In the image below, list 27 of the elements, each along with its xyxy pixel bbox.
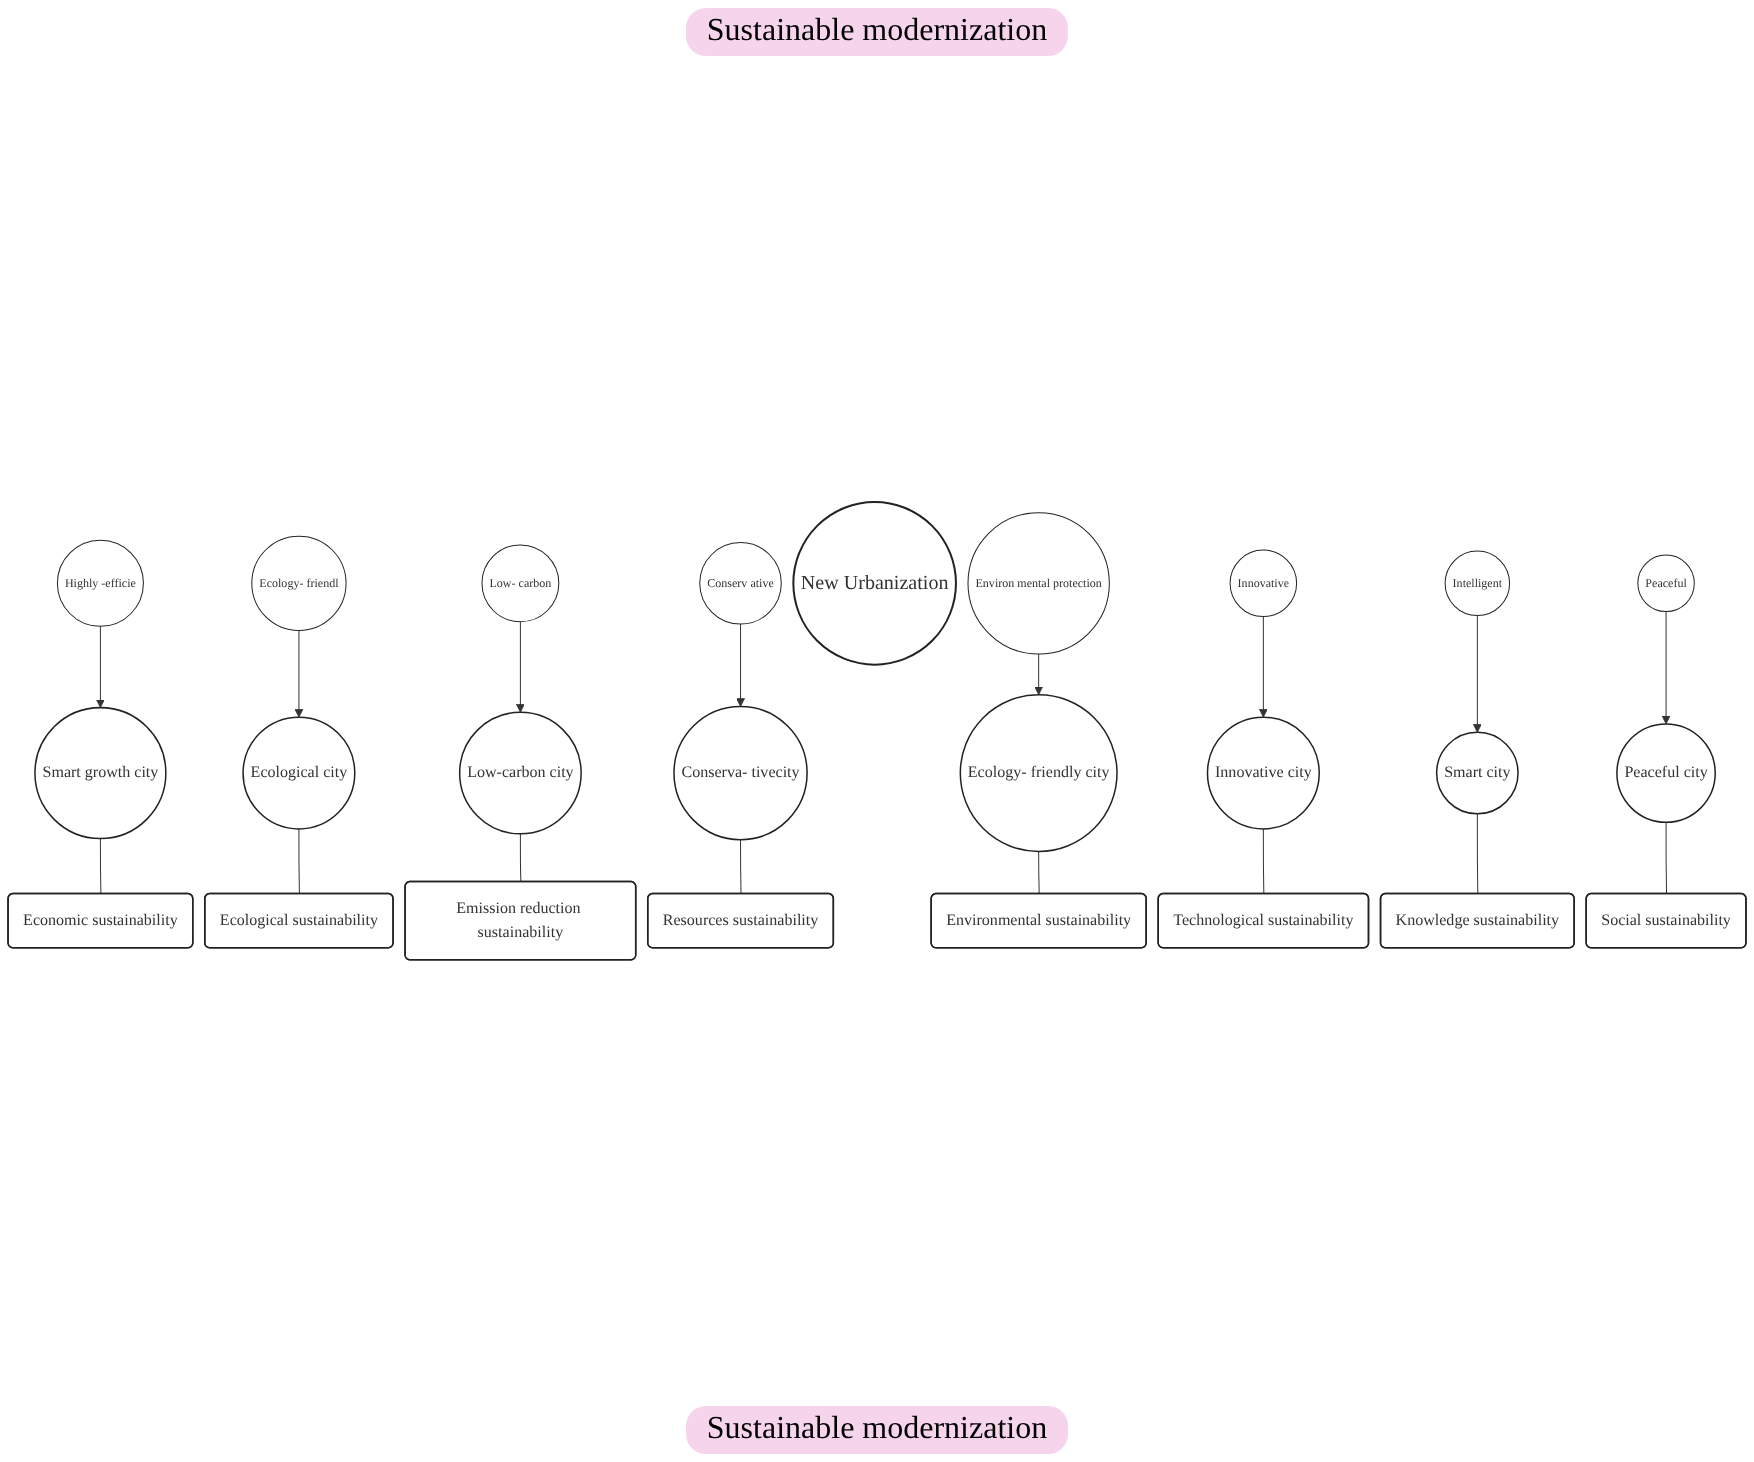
arrow	[294, 630, 304, 718]
arrow	[736, 623, 745, 708]
ring-label: Sustainable modernization	[686, 8, 1068, 56]
connector	[1262, 828, 1265, 895]
node-circle: Peaceful city	[1616, 723, 1716, 824]
node-circle: Ecological city	[242, 716, 356, 830]
connector	[99, 838, 102, 895]
node-circle: Innovative city	[1206, 716, 1320, 830]
arrow	[96, 625, 105, 709]
arrow	[516, 621, 525, 713]
connector	[1038, 851, 1040, 895]
node-circle: Ecology- friendly city	[959, 694, 1118, 853]
connector	[1665, 821, 1668, 895]
node-circle: Smart city	[1435, 731, 1519, 815]
node-circle: Smart growth city	[34, 707, 167, 840]
node-circle: Low-carbon city	[458, 711, 582, 835]
node-circle: New Urbanization	[792, 501, 957, 666]
arrow	[1258, 616, 1268, 718]
arrow	[1472, 615, 1482, 733]
connector	[740, 839, 742, 895]
connector	[519, 833, 522, 883]
arrow	[1661, 611, 1671, 725]
connector	[298, 828, 300, 895]
node-circle: Conserva- tivecity	[673, 705, 808, 841]
connector	[1476, 813, 1479, 895]
ring-label: Sustainable modernization	[686, 1406, 1068, 1454]
arrow	[1034, 653, 1044, 696]
